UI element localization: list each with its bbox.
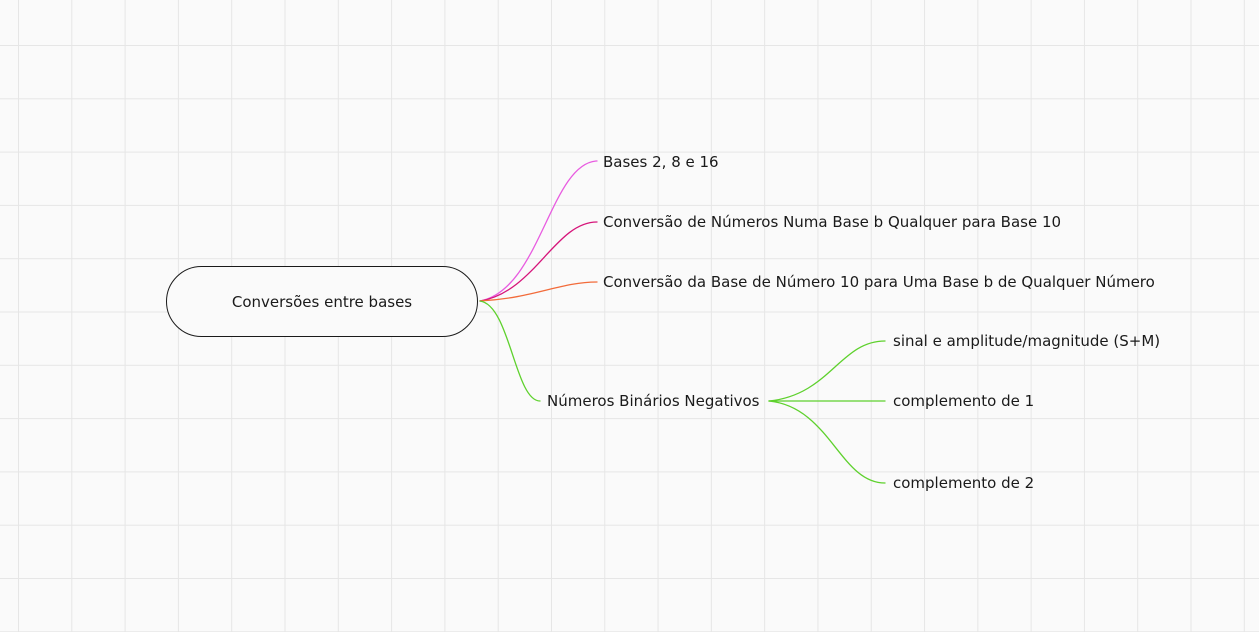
branch-node-conversion-from-base-10[interactable]: Conversão da Base de Número 10 para Uma … <box>603 273 1155 291</box>
connector-subbranch-1 <box>768 340 886 402</box>
connector-branch-1 <box>479 160 598 302</box>
branch-node-conversion-to-base-10[interactable]: Conversão de Números Numa Base b Qualque… <box>603 213 1062 231</box>
connector-subbranch-3 <box>768 400 886 484</box>
subnode-ones-complement[interactable]: complemento de 1 <box>893 392 1035 410</box>
subnode-sign-magnitude[interactable]: sinal e amplitude/magnitude (S+M) <box>893 332 1161 350</box>
root-node[interactable]: Conversões entre bases <box>166 266 478 337</box>
branch-node-negative-binary[interactable]: Números Binários Negativos <box>547 392 760 410</box>
subnode-twos-complement[interactable]: complemento de 2 <box>893 474 1035 492</box>
connector-branch-4 <box>479 300 541 402</box>
root-node-label: Conversões entre bases <box>231 292 413 311</box>
connector-branch-2 <box>479 221 598 302</box>
connector-branch-3 <box>479 281 598 302</box>
branch-node-bases-2-8-16[interactable]: Bases 2, 8 e 16 <box>603 153 719 171</box>
